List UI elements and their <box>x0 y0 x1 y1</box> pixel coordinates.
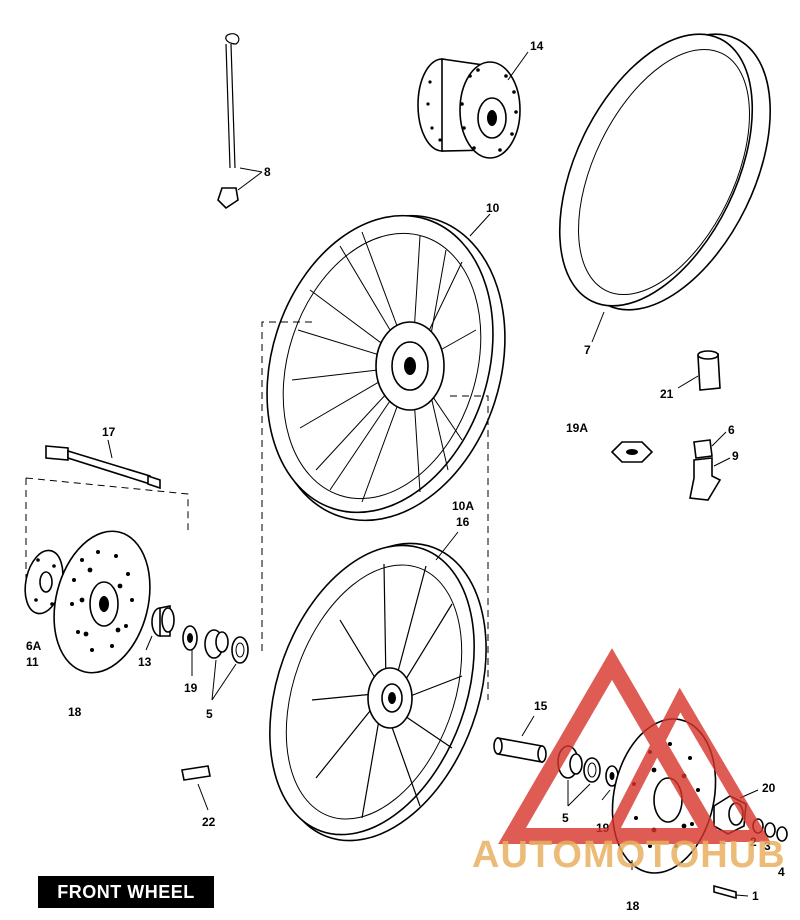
label-22: 22 <box>202 815 216 829</box>
label-17: 17 <box>102 425 116 439</box>
weight-part <box>181 765 211 811</box>
brake-disc-part <box>53 530 151 674</box>
label-6a: 6A <box>26 639 42 653</box>
label-18-right: 18 <box>626 899 640 913</box>
label-15: 15 <box>534 699 548 713</box>
watermark-logo <box>498 648 771 844</box>
label-5: 5 <box>206 707 213 721</box>
axle-spacer-part <box>493 715 547 763</box>
label-3: 3 <box>764 839 771 853</box>
label-19: 19 <box>184 681 198 695</box>
diagram-title: FRONT WHEEL <box>38 876 214 908</box>
label-18: 18 <box>68 705 82 719</box>
spoke-part <box>217 33 263 210</box>
label-13: 13 <box>138 655 152 669</box>
label-4: 4 <box>778 865 785 879</box>
watermark-text: AUTOMOTOHUB <box>472 834 786 876</box>
valve-part <box>689 431 731 501</box>
callout-labels: 8 14 10 7 21 17 19A 6 9 10A 16 6A 11 13 … <box>26 39 785 913</box>
label-5-right: 5 <box>562 811 569 825</box>
label-11: 11 <box>26 655 39 669</box>
bearing-set-right <box>557 745 619 807</box>
assembly-lines <box>25 321 489 700</box>
label-9: 9 <box>732 449 739 463</box>
label-14: 14 <box>530 39 544 53</box>
label-10a: 10A <box>452 499 474 513</box>
label-7: 7 <box>584 343 591 357</box>
spacer-part <box>677 350 721 391</box>
spoke-hub-part <box>417 51 529 159</box>
cast-wheel-part <box>269 531 487 842</box>
label-16: 16 <box>456 515 470 529</box>
label-1: 1 <box>752 889 759 903</box>
nut-part <box>610 441 654 463</box>
label-21: 21 <box>660 387 674 401</box>
label-6: 6 <box>728 423 735 437</box>
label-19a: 19A <box>566 421 588 435</box>
label-8: 8 <box>264 165 271 179</box>
label-20: 20 <box>762 781 776 795</box>
axle-part <box>45 439 161 490</box>
spoked-wheel-part <box>266 213 506 522</box>
rim-part <box>558 33 771 343</box>
bearing-set-left <box>145 605 249 701</box>
label-10: 10 <box>486 201 500 215</box>
disc-spacer-part <box>24 549 64 615</box>
